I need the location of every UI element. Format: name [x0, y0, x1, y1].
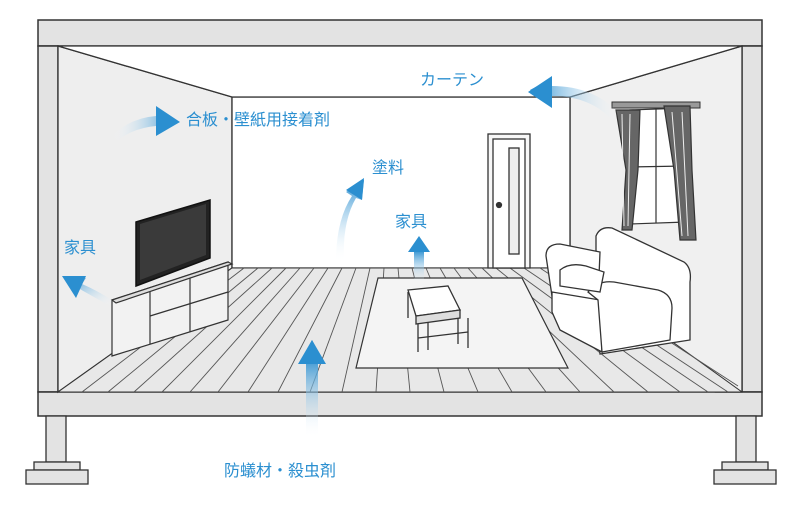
label-paint: 塗料 [372, 158, 405, 177]
plywood-arrow [112, 106, 180, 140]
label-curtain: カーテン [420, 70, 485, 89]
label-furniture-center: 家具 [395, 212, 428, 231]
paint-arrow [336, 178, 364, 262]
curtain-arrow [528, 76, 620, 120]
rug [355, 277, 569, 369]
curtains [615, 105, 697, 241]
emission-arrows [62, 76, 620, 438]
house-frame [37, 19, 763, 417]
coffee-table [407, 285, 469, 352]
label-termiticide-insecticide: 防蟻材・殺虫剤 [224, 461, 337, 480]
furniture-center-arrow [408, 236, 430, 284]
label-furniture-left: 家具 [64, 238, 97, 257]
label-plywood-wallpaper-adhesive: 合板・壁紙用接着剤 [186, 110, 331, 129]
floor-arrow [298, 340, 326, 438]
tv-stand [110, 261, 234, 357]
sofa [545, 227, 692, 355]
door [487, 133, 531, 269]
furniture-left-arrow [62, 276, 112, 306]
foundation [25, 415, 777, 485]
